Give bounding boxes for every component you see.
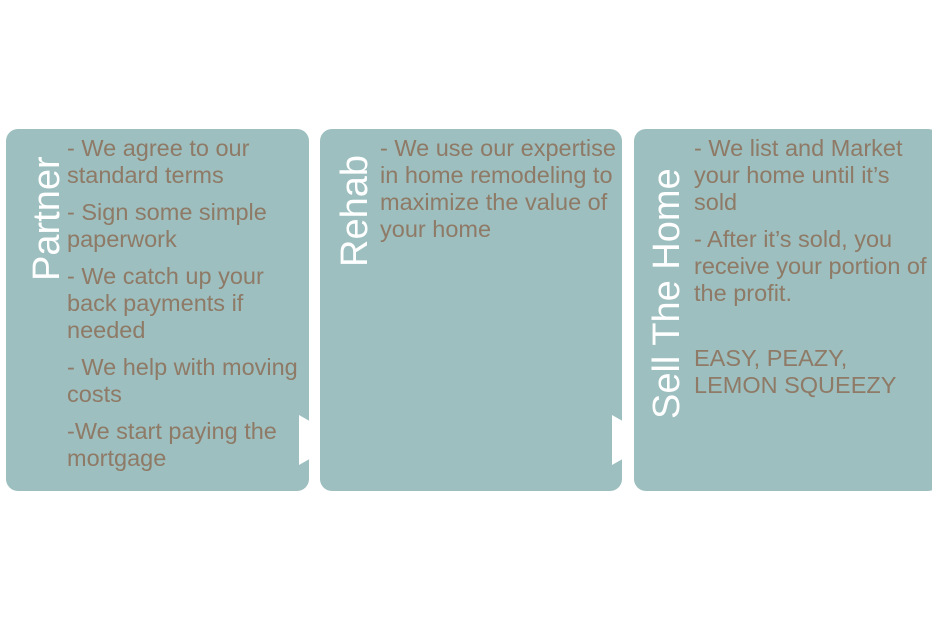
step-title-partner-text: Partner xyxy=(26,156,68,281)
step-item: - Sign some simple paperwork xyxy=(67,199,267,252)
step-title-sell-the-home-text: Sell The Home xyxy=(646,168,688,419)
step-item: -We start paying the mortgage xyxy=(67,418,277,471)
step-card-sell-the-home: Sell The Home - We list and Market your … xyxy=(634,129,932,491)
step-title-partner: Partner xyxy=(26,156,68,281)
step-item: - We help with moving costs xyxy=(67,354,298,407)
step-title-rehab-text: Rehab xyxy=(334,155,376,267)
step-title-rehab: Rehab xyxy=(334,155,376,267)
step-card-partner: Partner - We agree to our standard terms… xyxy=(6,129,309,491)
step-card-rehab: Rehab - We use our expertise in home rem… xyxy=(320,129,622,491)
step-body-partner: - We agree to our standard terms - Sign … xyxy=(67,135,303,482)
step-title-sell-the-home: Sell The Home xyxy=(646,168,688,419)
step-body-rehab: - We use our expertise in home remodelin… xyxy=(380,135,616,253)
step-item: - We use our expertise in home remodelin… xyxy=(380,135,616,242)
step-item: - We list and Market your home until it’… xyxy=(694,135,903,215)
step-item: - We catch up your back payments if need… xyxy=(67,263,264,343)
step-body-sell-the-home: - We list and Market your home until it’… xyxy=(694,135,930,409)
step-item: - After it’s sold, you receive your port… xyxy=(694,226,927,306)
step-item: EASY, PEAZY, LEMON SQUEEZY xyxy=(694,345,897,398)
step-item: - We agree to our standard terms xyxy=(67,135,250,188)
